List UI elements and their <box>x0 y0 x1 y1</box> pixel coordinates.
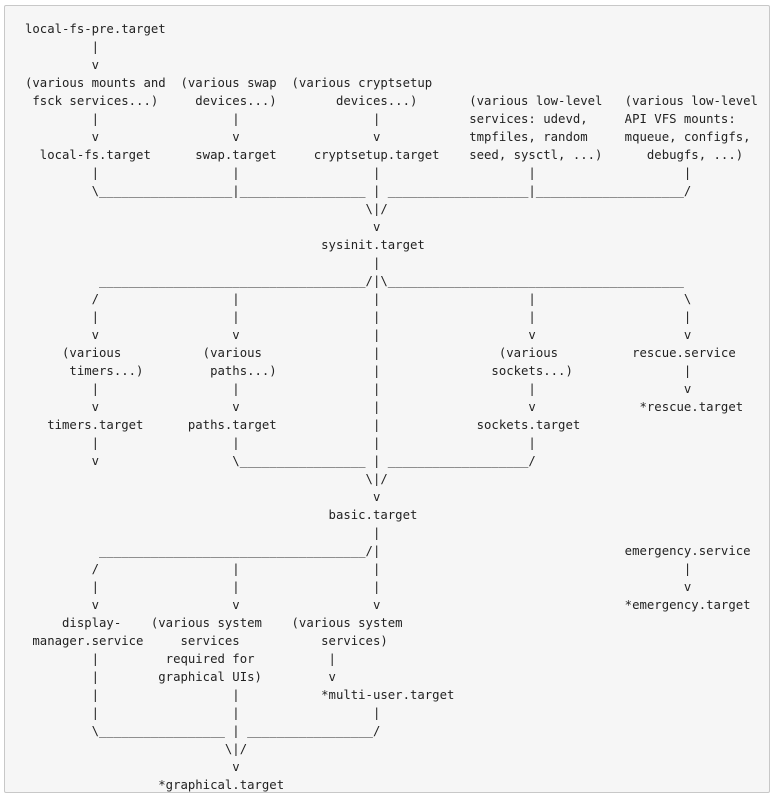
boot-dependency-diagram: local-fs-pre.target | v (various mounts … <box>25 22 758 792</box>
diagram-container: local-fs-pre.target | v (various mounts … <box>4 5 770 793</box>
